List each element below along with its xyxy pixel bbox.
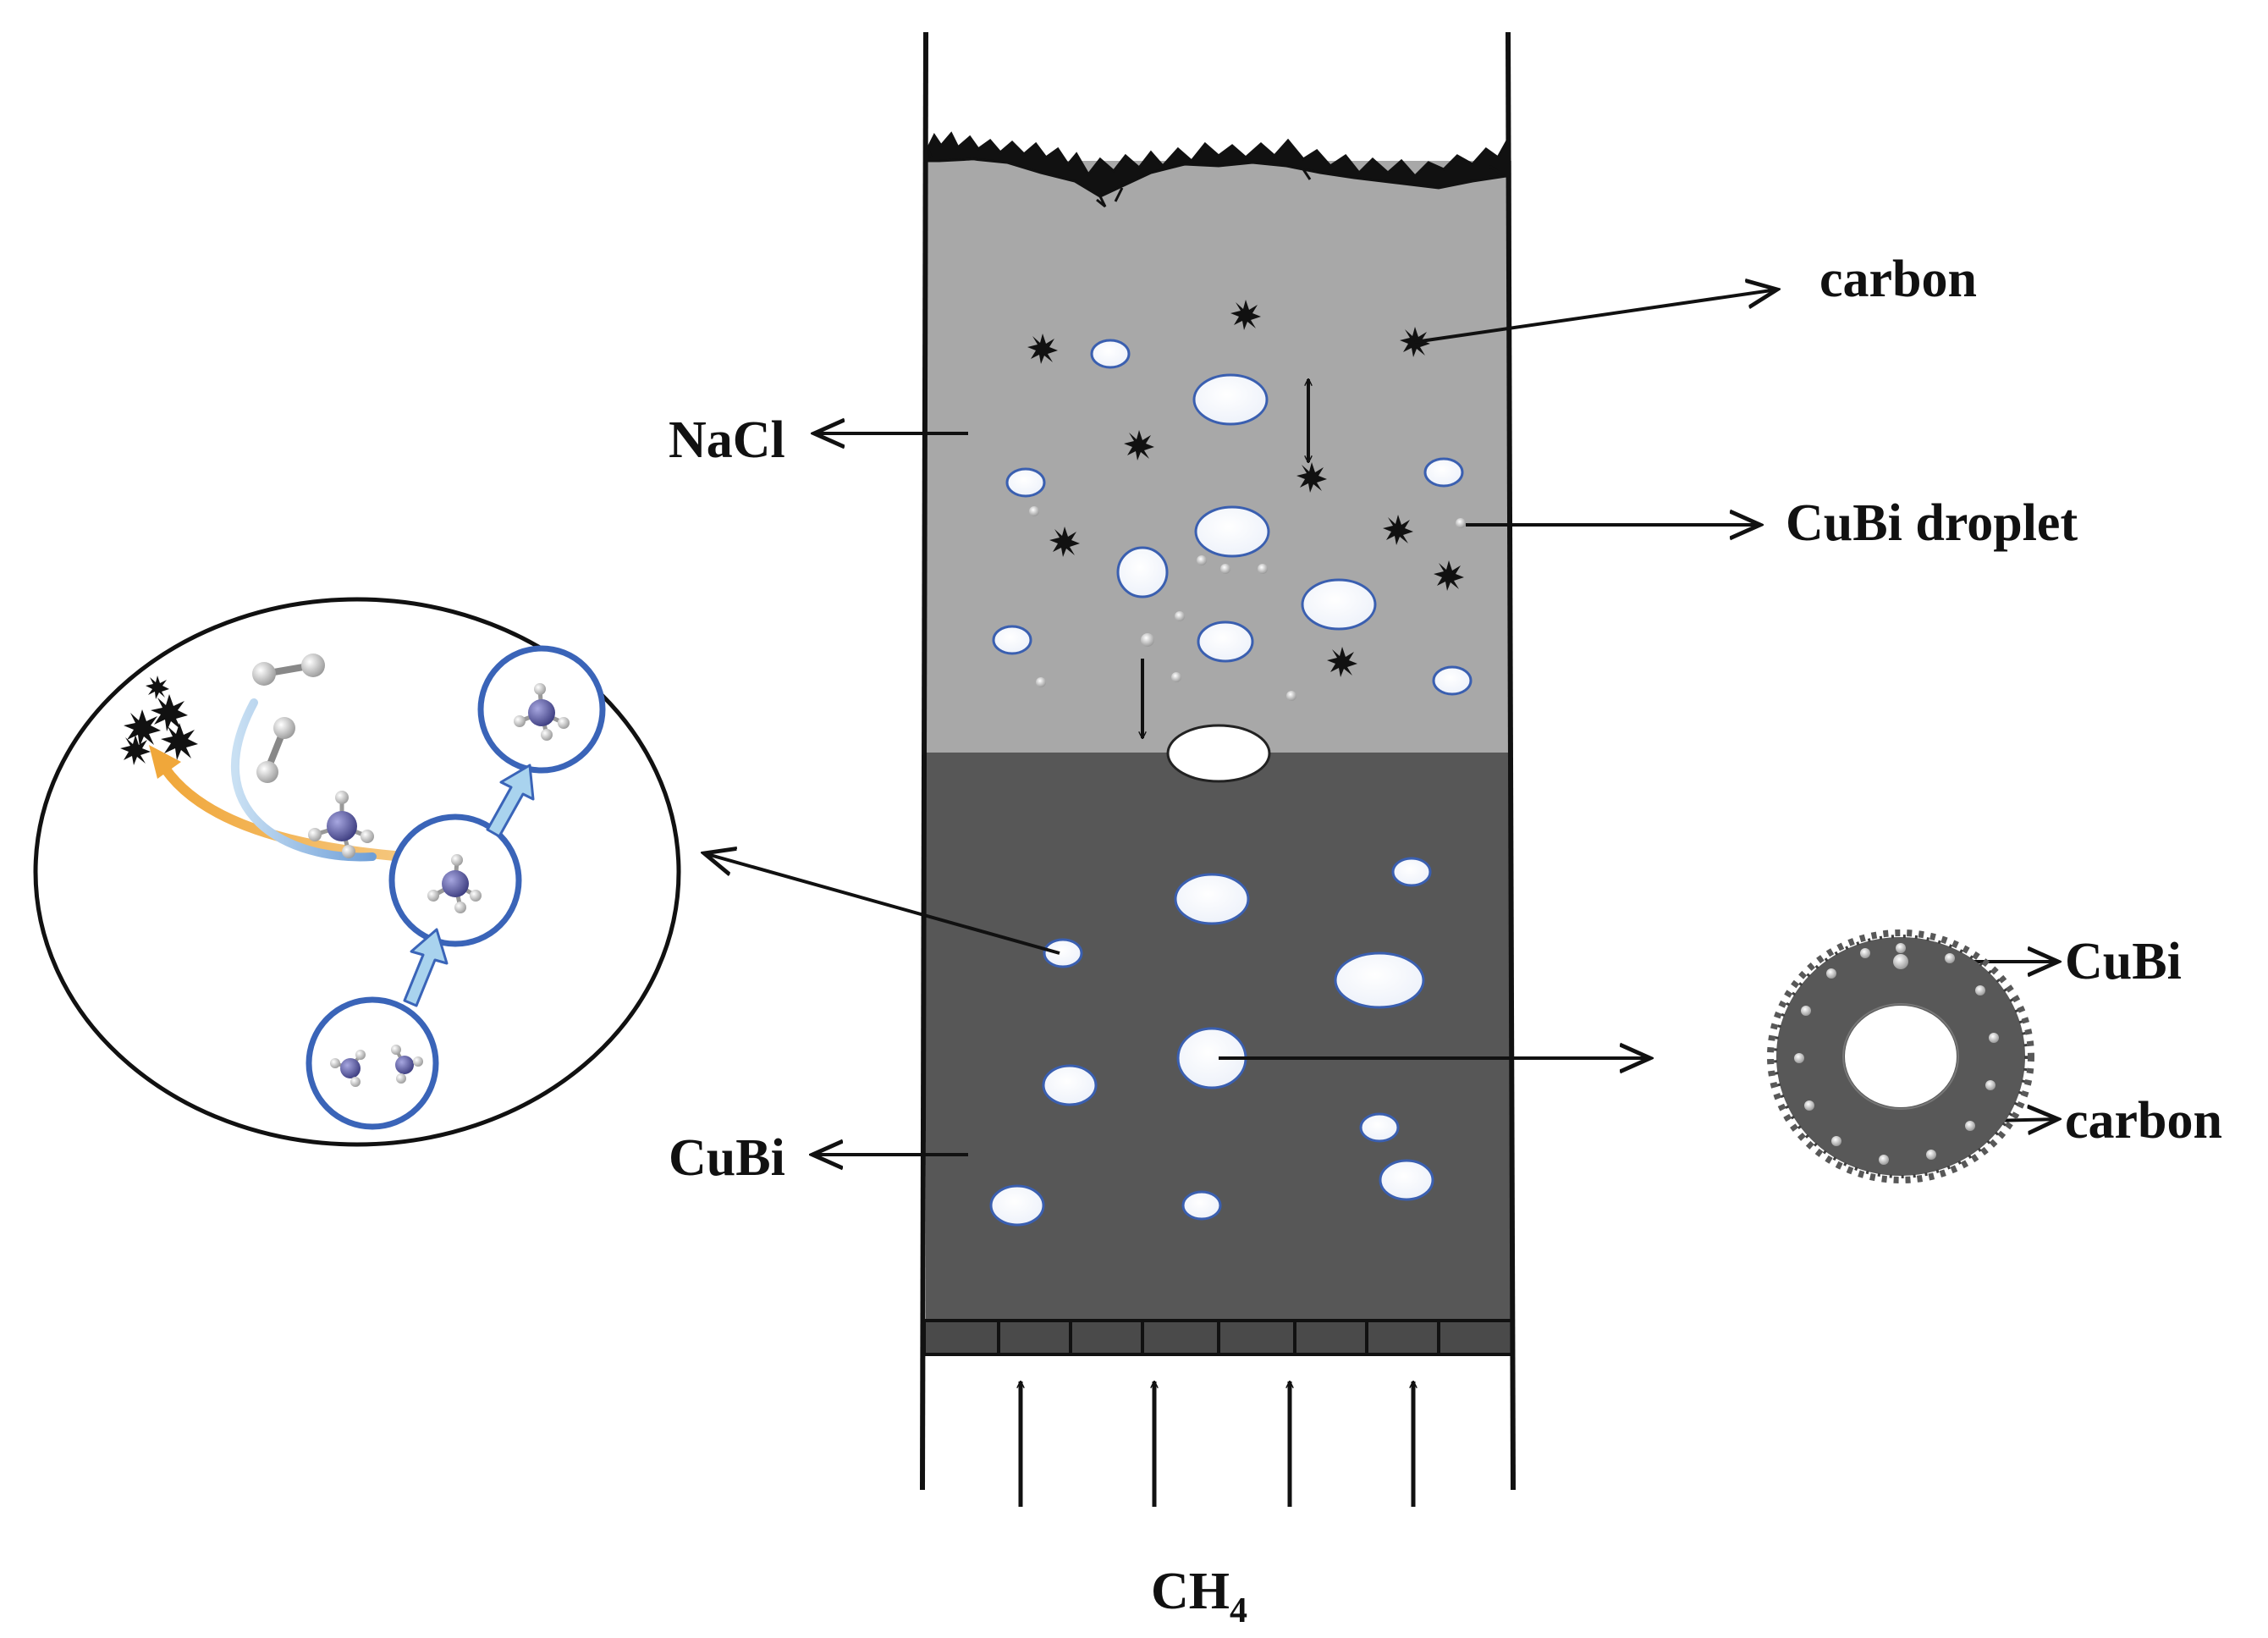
carbon-particle-icon	[1434, 560, 1464, 591]
carbon-particle-icon	[1383, 515, 1413, 545]
carbon-particle-icon	[1327, 647, 1357, 677]
molecule-bubble-middle	[388, 813, 522, 947]
distributor-plate	[922, 1319, 1515, 1356]
carbon-particles	[1027, 300, 1464, 677]
carbon-particle-icon	[1296, 462, 1327, 493]
ch4-label: CH4	[1151, 1563, 1247, 1630]
carbon-particle-icon	[1124, 430, 1154, 461]
interface-bubble	[1166, 724, 1271, 783]
carbon-cluster-icon	[120, 676, 198, 765]
molecule-bubble-bottom	[306, 996, 439, 1130]
carbon-ring-label: carbon	[2065, 1092, 2222, 1150]
nacl-layer	[926, 161, 1511, 753]
carbon-particle-icon	[1049, 527, 1080, 557]
ring-cubi-dots	[1794, 943, 1999, 1165]
nacl-label: NaCl	[669, 411, 785, 469]
h2-molecule-icon	[252, 654, 325, 686]
cubi-label: CuBi	[669, 1129, 785, 1187]
ch4-inlet-arrows	[1021, 1382, 1413, 1507]
cubi-bubbles	[989, 857, 1434, 1227]
reactor-wall-right	[1506, 31, 1516, 1491]
cubi-droplets	[1029, 506, 1466, 701]
reactor-wall-left	[920, 31, 928, 1491]
blue-block-arrow	[403, 764, 535, 1007]
h2-molecule-icon	[256, 717, 295, 783]
carbon-particle-icon	[1230, 300, 1261, 330]
carbon-label: carbon	[1819, 251, 1977, 308]
methane-molecule-icon	[308, 791, 374, 858]
carbon-crust	[928, 131, 1508, 198]
molecule-bubble-top	[477, 645, 606, 774]
nacl-bubbles	[992, 339, 1473, 696]
cubi-droplet-label: CuBi droplet	[1786, 494, 2078, 552]
reactor	[920, 31, 1516, 1491]
magnified-inset	[33, 597, 681, 1147]
blue-arc	[231, 698, 377, 862]
cubi-ring-label: CuBi	[2065, 933, 2182, 990]
carbon-particle-icon	[1027, 334, 1058, 364]
coated-bubble	[1767, 929, 2034, 1183]
